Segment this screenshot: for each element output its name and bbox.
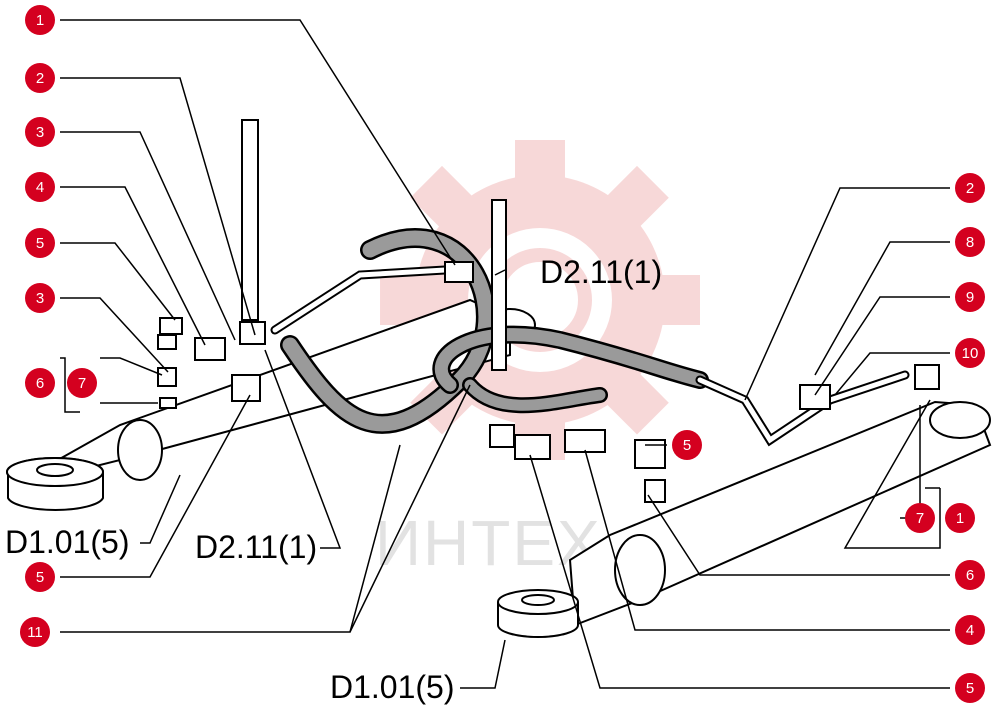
svg-text:5: 5 [683, 437, 691, 454]
callout-5-left-lower: 5 [25, 562, 55, 592]
svg-text:10: 10 [962, 345, 979, 362]
hose-assembly [270, 228, 910, 447]
vertical-pipes [241, 119, 507, 371]
callout-2-left: 2 [25, 63, 55, 93]
watermark-text: ИНТЕХ [375, 507, 602, 579]
svg-text:8: 8 [966, 234, 974, 251]
callout-5-left: 5 [25, 228, 55, 258]
svg-text:2: 2 [966, 180, 974, 197]
callout-7-left: 7 [67, 368, 97, 398]
callout-3-left-lower: 3 [25, 283, 55, 313]
svg-text:7: 7 [78, 375, 86, 392]
ref-d101-left: D1.01(5) [5, 524, 130, 560]
callout-2-right: 2 [955, 173, 985, 203]
svg-text:6: 6 [36, 375, 44, 392]
callout-5-right: 5 [955, 673, 985, 703]
callout-5-center: 5 [672, 430, 702, 460]
svg-text:5: 5 [966, 680, 974, 697]
svg-text:4: 4 [36, 179, 44, 196]
svg-text:2: 2 [36, 70, 44, 87]
callout-8-right: 8 [955, 227, 985, 257]
callout-9-right: 9 [955, 282, 985, 312]
callout-1-left: 1 [25, 5, 55, 35]
svg-text:3: 3 [36, 124, 44, 141]
svg-text:6: 6 [966, 567, 974, 584]
svg-text:5: 5 [36, 569, 44, 586]
ref-d211-mid: D2.11(1) [195, 529, 317, 565]
callout-11-left: 11 [20, 617, 50, 647]
fittings [157, 261, 940, 503]
right-cylinder [497, 400, 992, 638]
svg-text:11: 11 [27, 624, 43, 641]
left-cylinder [6, 298, 536, 511]
svg-text:7: 7 [916, 510, 924, 527]
callout-1-right: 1 [945, 503, 975, 533]
svg-text:1: 1 [36, 12, 44, 29]
callout-4-right: 4 [955, 615, 985, 645]
callout-6-left: 6 [25, 368, 55, 398]
svg-text:1: 1 [956, 510, 964, 527]
svg-text:9: 9 [966, 289, 974, 306]
svg-text:5: 5 [36, 235, 44, 252]
ref-d101-bottom: D1.01(5) [330, 669, 455, 705]
callout-4-left: 4 [25, 172, 55, 202]
ref-d211-top: D2.11(1) [540, 254, 662, 290]
svg-text:3: 3 [36, 290, 44, 307]
svg-text:4: 4 [966, 622, 974, 639]
callout-10-right: 10 [955, 338, 985, 368]
callout-3-left: 3 [25, 117, 55, 147]
callout-7-right: 7 [905, 503, 935, 533]
callout-6-right: 6 [955, 560, 985, 590]
